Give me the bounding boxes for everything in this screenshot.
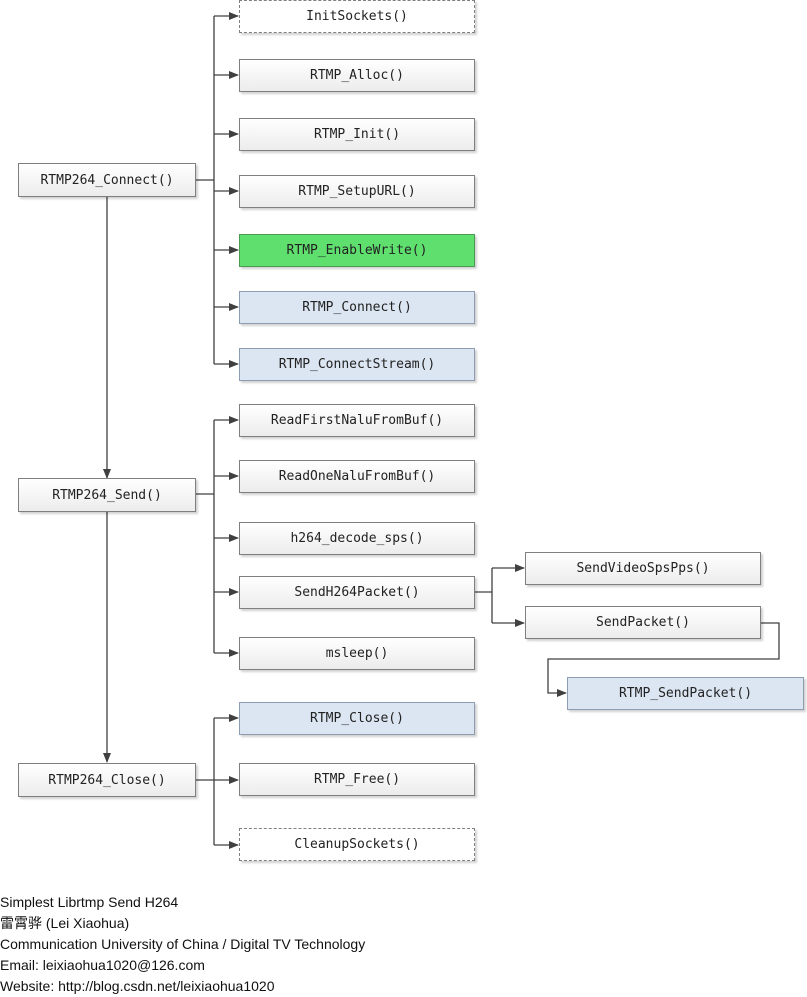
footer-email: Email: leixiaohua1020@126.com xyxy=(0,957,205,973)
readonenalufrombuf-box: ReadOneNaluFromBuf() xyxy=(239,460,475,493)
initsockets-box: InitSockets() xyxy=(239,0,475,33)
rtmp-enablewrite-box: RTMP_EnableWrite() xyxy=(239,234,475,267)
footer-author: 雷霄骅 (Lei Xiaohua) xyxy=(0,915,130,931)
sendvideospspps-label: SendVideoSpsPps() xyxy=(576,561,710,576)
rtmp-close-label: RTMP_Close() xyxy=(310,711,404,726)
readfirstnalufrombuf-box: ReadFirstNaluFromBuf() xyxy=(239,404,475,437)
h264-decode-sps-box: h264_decode_sps() xyxy=(239,522,475,555)
msleep-label: msleep() xyxy=(325,646,389,661)
sendvideospspps-box: SendVideoSpsPps() xyxy=(525,552,761,585)
sendpacket-label: SendPacket() xyxy=(596,615,690,630)
rtmp-free-box: RTMP_Free() xyxy=(239,763,475,796)
rtmp264-send-box: RTMP264_Send() xyxy=(18,478,196,512)
rtmp-init-box: RTMP_Init() xyxy=(239,118,475,151)
rtmp-connectstream-box: RTMP_ConnectStream() xyxy=(239,348,475,381)
rtmp-close-box: RTMP_Close() xyxy=(239,702,475,735)
rtmp-alloc-label: RTMP_Alloc() xyxy=(310,68,404,83)
rtmp-enablewrite-label: RTMP_EnableWrite() xyxy=(286,243,428,258)
initsockets-label: InitSockets() xyxy=(306,9,408,24)
readonenalufrombuf-label: ReadOneNaluFromBuf() xyxy=(278,469,436,484)
rtmp264-close-box: RTMP264_Close() xyxy=(18,763,196,797)
footer-credits: Simplest Librtmp Send H264 雷霄骅 (Lei Xiao… xyxy=(0,892,365,997)
footer-title: Simplest Librtmp Send H264 xyxy=(0,894,179,910)
rtmp-init-label: RTMP_Init() xyxy=(313,127,401,142)
rtmp-setupurl-label: RTMP_SetupURL() xyxy=(298,184,416,199)
h264-decode-sps-label: h264_decode_sps() xyxy=(290,531,424,546)
cleanupsockets-label: CleanupSockets() xyxy=(294,837,420,852)
rtmp-connect-label: RTMP_Connect() xyxy=(302,300,412,315)
rtmp-connect-box: RTMP_Connect() xyxy=(239,291,475,324)
rtmp264-connect-label: RTMP264_Connect() xyxy=(40,172,174,188)
rtmp264-connect-box: RTMP264_Connect() xyxy=(18,163,196,197)
sendpacket-box: SendPacket() xyxy=(525,606,761,639)
rtmp264-close-label: RTMP264_Close() xyxy=(48,772,166,788)
sendh264packet-label: SendH264Packet() xyxy=(294,585,420,600)
rtmp-alloc-box: RTMP_Alloc() xyxy=(239,59,475,92)
rtmp-connectstream-label: RTMP_ConnectStream() xyxy=(278,357,436,372)
msleep-box: msleep() xyxy=(239,637,475,670)
rtmp-setupurl-box: RTMP_SetupURL() xyxy=(239,175,475,208)
readfirstnalufrombuf-label: ReadFirstNaluFromBuf() xyxy=(270,413,444,428)
rtmp-free-label: RTMP_Free() xyxy=(313,772,401,787)
cleanupsockets-box: CleanupSockets() xyxy=(239,828,475,861)
rtmp-sendpacket-label: RTMP_SendPacket() xyxy=(618,686,753,701)
rtmp-sendpacket-box: RTMP_SendPacket() xyxy=(567,677,804,710)
rtmp264-send-label: RTMP264_Send() xyxy=(52,487,162,503)
footer-website: Website: http://blog.csdn.net/leixiaohua… xyxy=(0,978,275,994)
sendh264packet-box: SendH264Packet() xyxy=(239,576,475,609)
footer-affiliation: Communication University of China / Digi… xyxy=(0,936,366,952)
